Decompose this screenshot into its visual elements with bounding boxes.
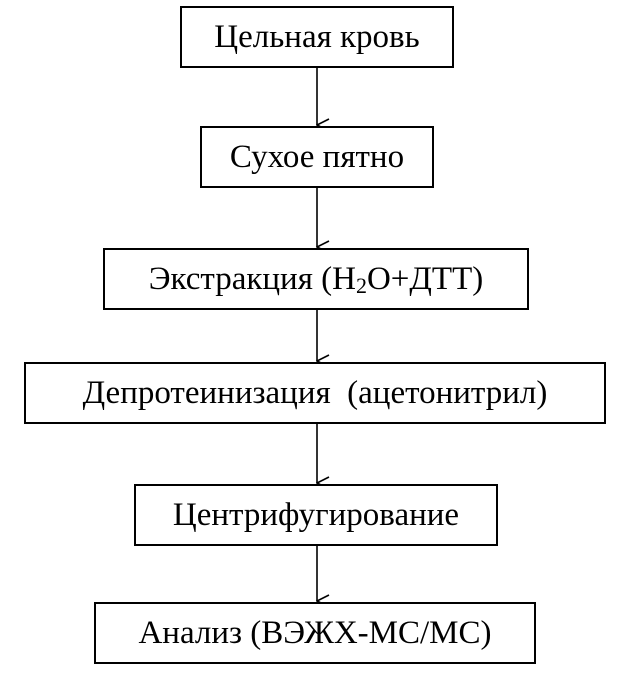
step-whole-blood: Цельная кровь <box>180 6 454 68</box>
step-centrifugation: Центрифугирование <box>134 484 498 546</box>
step-label: Сухое пятно <box>229 138 405 175</box>
step-label: Анализ (ВЭЖХ-МС/МС) <box>138 614 492 651</box>
step-extraction: Экстракция (H2O+ДТТ) <box>103 248 529 310</box>
step-label: Экстракция (H2O+ДТТ) <box>148 260 484 298</box>
step-label: Депротеинизация (ацетонитрил) <box>82 374 548 411</box>
step-label-subscript: 2 <box>355 272 367 298</box>
step-label-part: Экстракция (H <box>148 260 356 297</box>
step-label: Цельная кровь <box>214 18 420 55</box>
step-dried-spot: Сухое пятно <box>200 126 434 188</box>
step-label-part: O+ДТТ) <box>366 260 484 297</box>
step-analysis: Анализ (ВЭЖХ-МС/МС) <box>94 602 536 664</box>
step-deproteinization: Депротеинизация (ацетонитрил) <box>24 362 606 424</box>
step-label: Центрифугирование <box>172 496 460 533</box>
